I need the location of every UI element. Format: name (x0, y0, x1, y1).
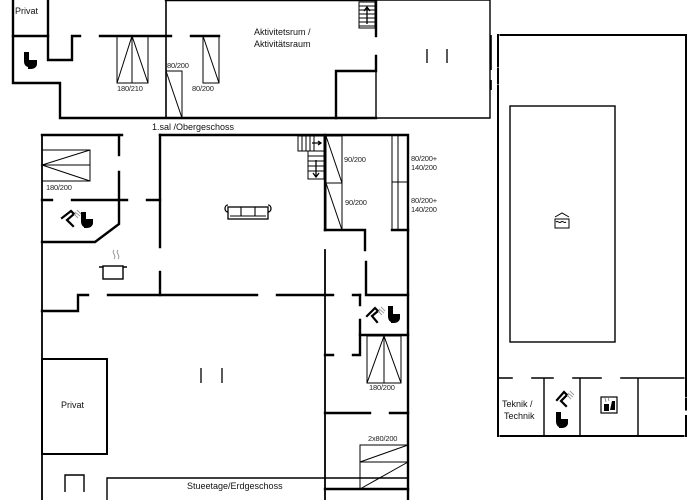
shower-icon (60, 209, 82, 228)
bed-size-combo-b1: 80/200+ (411, 196, 437, 205)
bed-2x80-200 (359, 444, 409, 490)
bed-180-210 (116, 34, 149, 84)
bed-size-80-200-a: 80/200 (167, 61, 189, 70)
room-label-ground-privat: Privat (61, 400, 85, 410)
room-label-upper-privat: Privat (15, 6, 39, 16)
upper-floor-walls (11, 0, 491, 120)
bed-180-200-right (366, 334, 402, 384)
bed-size-80-200-b: 80/200 (192, 84, 214, 93)
bed-size-combo-a2: 140/200 (411, 163, 437, 172)
bed-size-180-200-right: 180/200 (369, 383, 395, 392)
shower-icon (555, 390, 575, 408)
room-label-teknik-line1: Teknik / (502, 399, 533, 409)
toilet-icon (388, 306, 400, 323)
bed-90-200-b (325, 182, 343, 231)
opening-marks (426, 49, 448, 63)
room-label-activity-line1: Aktivitetsrum / (254, 27, 311, 37)
stairs-up-icon (358, 1, 376, 29)
toilet-icon (556, 412, 568, 428)
bed-size-180-200-left: 180/200 (46, 183, 72, 192)
ground-floor-walls (40, 133, 410, 500)
pool (509, 105, 616, 343)
floor-label-ground: Stueetage/Erdgeschoss (187, 481, 283, 491)
bed-180-200-left (40, 149, 91, 182)
sofa-icon (224, 204, 272, 220)
bed-size-2x80-200: 2x80/200 (368, 434, 398, 443)
stairs-icon (297, 135, 325, 180)
bed-size-90-200-a: 90/200 (344, 155, 366, 164)
bed-size-combo-b2: 140/200 (411, 205, 437, 214)
room-label-activity-line2: Aktivitätsraum (254, 39, 311, 49)
bed-size-combo-a1: 80/200+ (411, 154, 437, 163)
bed-size-90-200-b: 90/200 (345, 198, 367, 207)
toilet-icon (24, 52, 37, 69)
bed-80-200-b (202, 35, 220, 84)
room-label-teknik-line2: Technik (504, 411, 535, 421)
bed-90-200-a (325, 135, 343, 184)
annex-walls (490, 33, 688, 438)
stove-pot-icon (99, 249, 127, 280)
sauna-icon (600, 396, 618, 414)
toilet-icon (81, 212, 93, 228)
shower-icon (365, 306, 386, 324)
bed-80-200-a (165, 70, 183, 119)
floor-label-upper: 1.sal /Obergeschoss (152, 122, 235, 132)
pool-icon (554, 212, 570, 229)
bed-size-180-210: 180/210 (117, 84, 143, 93)
